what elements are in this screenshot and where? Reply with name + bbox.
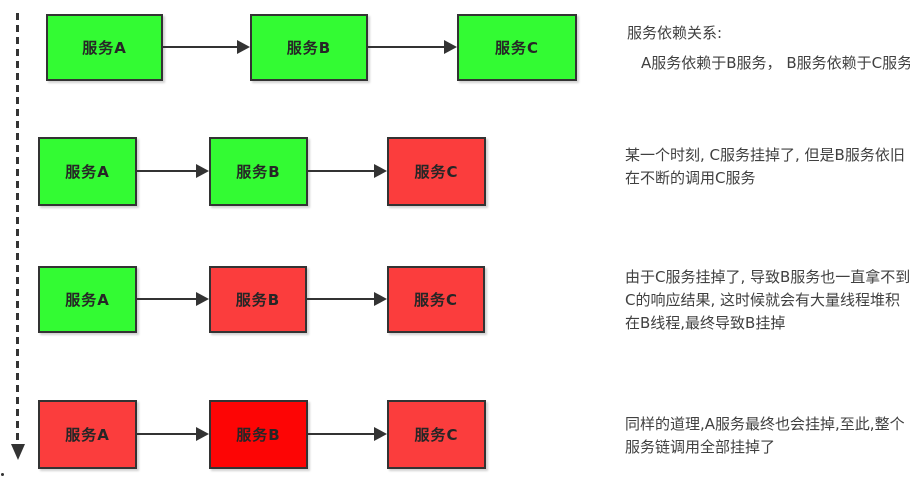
service-box-label: 服务A [82, 39, 127, 57]
arrowhead-right-icon [374, 427, 387, 441]
service-box-label: 服务A [65, 163, 110, 181]
service-box-label: 服务C [414, 426, 459, 444]
connector-arrow-a-to-b [137, 292, 209, 306]
service-box-c: 服务C [387, 137, 486, 206]
connector-arrow-a-to-b [137, 427, 209, 441]
arrow-shaft [137, 298, 198, 300]
service-box-c: 服务C [387, 266, 485, 333]
service-box-label: 服务B [236, 426, 281, 444]
service-box-label: 服务C [494, 39, 539, 57]
note-c-failure: 某一个时刻, C服务挂掉了, 但是B服务依旧在不断的调用C服务 [625, 146, 905, 187]
service-box-b: 服务B [209, 137, 308, 206]
arrow-shaft [308, 433, 376, 435]
connector-arrow-a-to-b [137, 164, 209, 178]
arrowhead-right-icon [196, 292, 209, 306]
connector-arrow-a-to-b [163, 40, 250, 54]
service-box-label: 服务B [236, 163, 281, 181]
service-box-a: 服务A [38, 137, 137, 206]
note-a-failure: 同样的道理,A服务最终也会挂掉,至此,整个服务链调用全部挂掉了 [625, 415, 905, 456]
note-b-failure: 由于C服务挂掉了, 导致B服务也一直拿不到C的响应结果, 这时候就会有大量线程堆… [625, 268, 910, 332]
arrow-shaft [137, 170, 198, 172]
arrow-shaft [308, 170, 376, 172]
arrow-shaft [163, 46, 239, 48]
arrowhead-right-icon [374, 164, 387, 178]
connector-arrow-b-to-c [308, 427, 387, 441]
arrow-shaft [368, 46, 446, 48]
service-box-b: 服务B [209, 400, 308, 469]
note-dependency: 服务依赖关系: A服务依赖于B服务， B服务依赖于C服务 [627, 22, 910, 75]
service-box-b: 服务B [209, 266, 307, 333]
service-box-a: 服务A [46, 14, 163, 81]
arrowhead-right-icon [237, 40, 250, 54]
service-box-b: 服务B [250, 14, 368, 81]
note-body: A服务依赖于B服务， B服务依赖于C服务 [641, 54, 910, 72]
arrowhead-right-icon [444, 40, 457, 54]
connector-arrow-b-to-c [368, 40, 457, 54]
service-box-label: 服务B [286, 39, 332, 57]
connector-arrow-b-to-c [307, 292, 387, 306]
arrow-shaft [307, 298, 376, 300]
service-box-c: 服务C [387, 400, 486, 469]
service-box-a: 服务A [38, 400, 137, 469]
arrow-shaft [137, 433, 198, 435]
connector-arrow-b-to-c [308, 164, 387, 178]
stray-dot [1, 473, 4, 476]
service-box-a: 服务A [38, 266, 137, 333]
note-heading: 服务依赖关系: [627, 24, 723, 42]
service-box-c: 服务C [457, 14, 577, 81]
service-box-label: 服务B [235, 291, 281, 309]
service-box-label: 服务A [65, 291, 110, 309]
arrowhead-right-icon [196, 164, 209, 178]
service-box-label: 服务A [65, 426, 110, 444]
service-box-label: 服务C [414, 163, 459, 181]
arrowhead-right-icon [196, 427, 209, 441]
arrow-down-icon [11, 444, 25, 460]
service-box-label: 服务C [413, 291, 458, 309]
arrowhead-right-icon [374, 292, 387, 306]
timeline-dashed-line [16, 13, 19, 443]
